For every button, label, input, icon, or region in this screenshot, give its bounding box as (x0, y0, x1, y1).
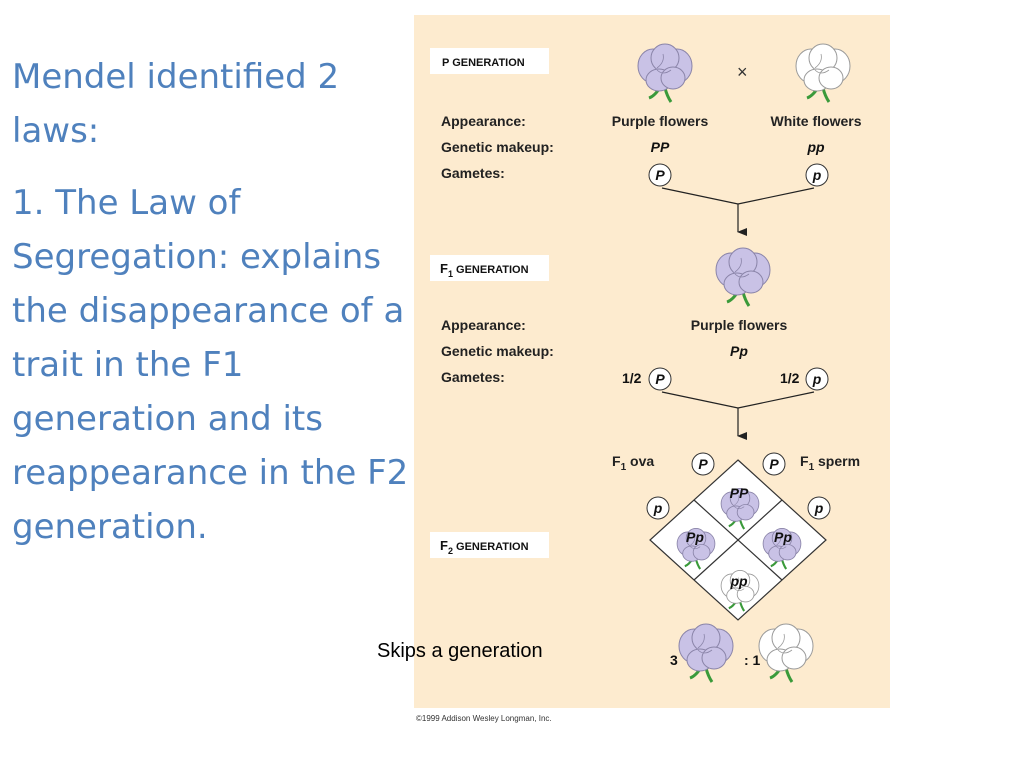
punnett-cell-left: Pp (686, 529, 704, 545)
p-label-gametes: Gametes: (441, 165, 505, 181)
p-right-appearance: White flowers (770, 113, 861, 129)
p-right-gamete: p (812, 167, 822, 183)
sperm-allele-2-circle (807, 496, 831, 520)
f2-ratio-left: 3 (670, 652, 678, 668)
slide-title: Mendel identified 2 laws: (12, 57, 340, 151)
p-left-appearance: Purple flowers (612, 113, 709, 129)
slide-body: Mendel identified 2 laws: 1. The Law of … (12, 50, 412, 572)
sperm-allele-1-circle (762, 452, 786, 476)
f1-genotype: Pp (730, 343, 748, 359)
f1-appearance: Purple flowers (691, 317, 788, 333)
punnett-cell-right: Pp (774, 529, 792, 545)
f1-merge-arrow (661, 391, 815, 436)
f1-generation-box (430, 255, 549, 281)
figure-panel (414, 15, 890, 708)
f1-ova-label: F1 ova (612, 453, 654, 473)
p-label-appearance: Appearance: (441, 113, 526, 129)
sperm-allele-1: P (769, 456, 779, 472)
punnett-divider-2 (693, 499, 783, 581)
p-merge-arrow (661, 187, 815, 232)
f1-label-gametes: Gametes: (441, 369, 505, 385)
f1-right-fraction: 1/2 (780, 370, 800, 386)
sperm-allele-2: p (814, 500, 824, 516)
cross-symbol: × (737, 62, 748, 82)
f1-right-gamete-circle (805, 367, 829, 391)
p-label-genetic-makeup: Genetic makeup: (441, 139, 554, 155)
ova-allele-2-circle (646, 496, 670, 520)
p-left-genotype: PP (651, 139, 670, 155)
f1-generation-title: F1 GENERATION (440, 261, 529, 279)
f1-left-gamete-circle (648, 367, 672, 391)
punnett-cell-top: PP (730, 485, 749, 501)
f1-left-gamete: P (655, 371, 665, 387)
ova-allele-2: p (653, 500, 663, 516)
p-right-gamete-circle (805, 163, 829, 187)
p-generation-title: P GENERATION (442, 57, 525, 69)
f2-generation-box (430, 532, 549, 558)
f2-ratio-right: : 1 (744, 652, 761, 668)
slide-point: 1. The Law of Segregation: explains the … (12, 183, 409, 547)
f1-right-gamete: p (812, 371, 822, 387)
p-right-genotype: pp (806, 139, 825, 155)
p-left-gamete: P (655, 167, 665, 183)
f1-left-fraction: 1/2 (622, 370, 642, 386)
copyright-notice: ©1999 Addison Wesley Longman, Inc. (416, 714, 552, 723)
p-generation-box (430, 48, 549, 74)
ova-allele-1-circle (691, 452, 715, 476)
f2-generation-title: F2 GENERATION (440, 538, 529, 556)
f1-label-genetic-makeup: Genetic makeup: (441, 343, 554, 359)
punnett-cell-bottom: pp (729, 573, 748, 589)
f1-label-appearance: Appearance: (441, 317, 526, 333)
ova-allele-1: P (698, 456, 708, 472)
caption-skips-generation: Skips a generation (377, 640, 543, 662)
f1-sperm-label: F1 sperm (800, 453, 860, 473)
p-left-gamete-circle (648, 163, 672, 187)
